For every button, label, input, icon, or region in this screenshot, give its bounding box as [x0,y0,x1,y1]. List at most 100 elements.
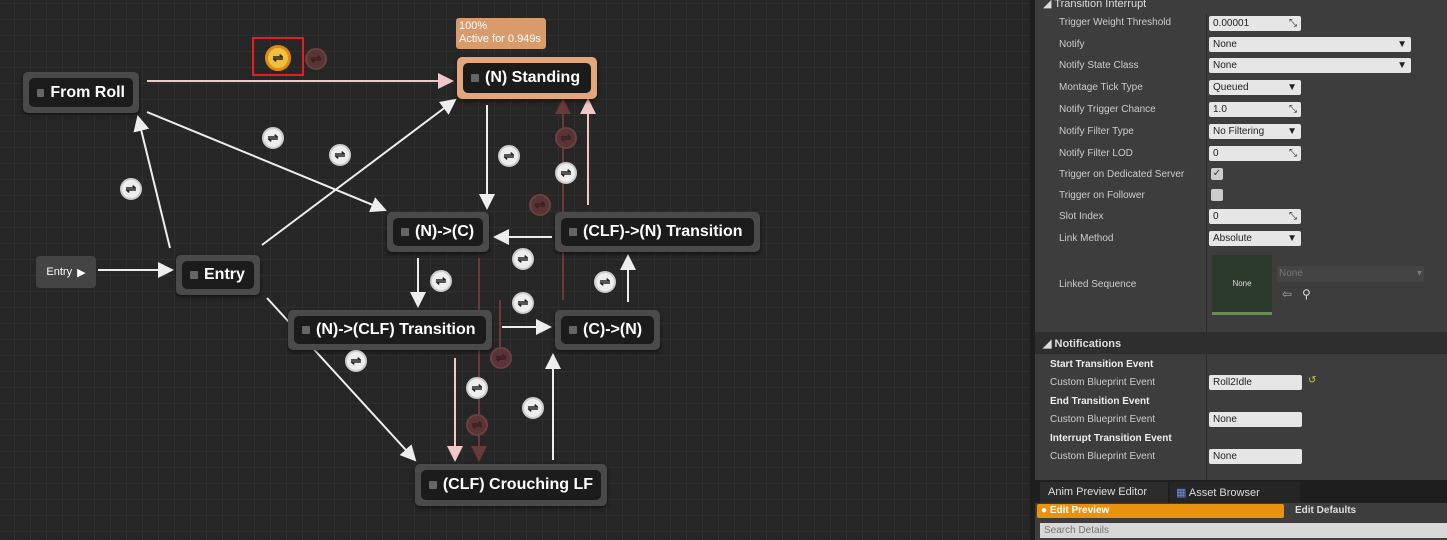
transition-rule-icon[interactable]: ⇌ [305,48,327,70]
section-title: Notifications [1054,338,1122,350]
notify-trigger-chance-input[interactable]: 1.0⤡ [1209,102,1301,117]
transition-rule-icon[interactable]: ⇌ [430,270,452,292]
spin-icon: ⤡ [1289,211,1297,222]
state-c-to-n[interactable]: (C)->(N) [555,310,660,350]
state-n-to-c[interactable]: (N)->(C) [387,212,489,252]
slot-index-input[interactable]: 0⤡ [1209,209,1301,224]
label-link-method: Link Method [1059,233,1114,244]
value: Queued [1213,82,1249,93]
spin-icon: ⤡ [1289,148,1297,159]
exec-pin-icon: ▶ [77,266,86,279]
tooltip-active-time: Active for 0.949s [459,33,541,45]
linked-sequence-combo[interactable]: None▾ [1277,266,1424,282]
state-label: From Roll [50,83,125,101]
trigger-weight-threshold-input[interactable]: 0.00001⤡ [1209,16,1301,31]
value: Roll2Idle [1213,377,1252,388]
chevron-down-icon: ▾ [1416,268,1422,279]
transition-rule-icon[interactable]: ⇌ [512,292,534,314]
section-notifications[interactable]: ◢ Notifications [1035,332,1447,354]
link-method-dropdown[interactable]: Absolute▼ [1209,231,1301,246]
selection-box [252,37,304,76]
interrupt-event-input[interactable]: None [1209,449,1302,464]
label-notify-filter-lod: Notify Filter LOD [1059,148,1133,159]
state-entry[interactable]: Entry [176,255,260,295]
state-clf-to-n-transition[interactable]: (CLF)->(N) Transition [555,212,760,252]
label-notify-filter-type: Notify Filter Type [1059,126,1134,137]
label-trigger-on-follower: Trigger on Follower [1059,190,1145,201]
label-linked-sequence: Linked Sequence [1059,279,1137,290]
value: None [1213,451,1237,462]
state-clf-crouching-lf[interactable]: (CLF) Crouching LF [415,464,607,506]
state-from-roll[interactable]: From Roll [23,72,139,113]
state-icon [569,326,577,334]
state-n-to-clf-transition[interactable]: (N)->(CLF) Transition [288,310,492,350]
state-icon [190,271,198,279]
trigger-on-follower-checkbox[interactable] [1211,189,1223,201]
reset-to-default-icon[interactable]: ↺ [1308,375,1317,386]
button-label: Edit Defaults [1295,505,1357,516]
start-transition-event-heading: Start Transition Event [1050,359,1154,370]
transition-rule-icon[interactable]: ⇌ [466,414,488,436]
state-label: (N)->(C) [415,223,475,240]
label-notify-trigger-chance: Notify Trigger Chance [1059,104,1156,115]
transition-rule-icon[interactable]: ⇌ [329,144,351,166]
transition-rule-icon[interactable]: ⇌ [555,127,577,149]
state-label: (N) Standing [485,69,581,86]
label-trigger-weight-threshold: Trigger Weight Threshold [1059,17,1172,28]
transition-rule-icon[interactable]: ⇌ [594,271,616,293]
transition-rule-icon[interactable]: ⇌ [512,248,534,270]
chevron-down-icon: ▼ [1397,60,1407,71]
edit-defaults-button[interactable]: Edit Defaults [1295,505,1356,516]
section-title: Transition Interrupt [1054,0,1147,10]
state-tooltip: 100%Active for 0.949s [456,18,546,49]
value: None [1213,414,1237,425]
state-machine-graph[interactable]: Entry▶ 100%Active for 0.949s From Roll (… [0,0,1030,540]
column-divider [1206,0,1207,480]
notify-state-class-dropdown[interactable]: None ▼ [1209,58,1411,73]
notify-filter-lod-input[interactable]: 0⤡ [1209,146,1301,161]
transition-rule-icon[interactable]: ⇌ [529,194,551,216]
notify-filter-type-dropdown[interactable]: No Filtering▼ [1209,124,1301,139]
transition-rule-icon[interactable]: ⇌ [522,397,544,419]
linked-sequence-thumbnail[interactable]: None [1212,255,1272,315]
transition-rule-icon[interactable]: ⇌ [466,377,488,399]
button-label: Edit Preview [1049,505,1110,516]
state-label: (N)->(CLF) Transition [316,321,476,338]
search-details-input[interactable] [1040,523,1447,538]
label-slot-index: Slot Index [1059,211,1104,222]
thumbnail-label: None [1232,279,1252,288]
notify-dropdown[interactable]: None▼ [1209,37,1411,52]
start-event-input[interactable]: Roll2Idle [1209,375,1302,390]
transition-rule-icon[interactable]: ⇌ [345,350,367,372]
value: None [1213,60,1237,71]
browse-search-icon[interactable]: ⚲ [1302,287,1311,301]
transition-rule-icon[interactable]: ⇌ [555,162,577,184]
transition-rule-icon[interactable]: ⇌ [490,347,512,369]
state-icon [302,326,310,334]
value: None [1213,39,1237,50]
state-n-standing[interactable]: (N) Standing [457,57,597,99]
transition-rule-icon[interactable]: ⇌ [120,178,142,200]
edit-preview-button[interactable]: ● Edit Preview [1037,504,1284,518]
transition-rule-icon[interactable]: ⇌ [498,145,520,167]
value: Absolute [1213,233,1252,244]
label-custom-blueprint-event: Custom Blueprint Event [1050,377,1156,388]
end-event-input[interactable]: None [1209,412,1302,427]
tab-asset-browser[interactable]: ▦ Asset Browser [1170,482,1300,503]
label-montage-tick-type: Montage Tick Type [1059,82,1143,93]
value: 0 [1213,148,1219,159]
transition-rule-icon[interactable]: ⇌ [265,45,291,71]
use-selected-arrow-icon[interactable]: ⇦ [1282,287,1293,301]
chevron-down-icon: ▼ [1287,126,1297,137]
value: 0.00001 [1213,18,1250,29]
montage-tick-type-dropdown[interactable]: Queued▼ [1209,80,1301,95]
label-notify-state-class: Notify State Class [1059,60,1139,71]
entry-pin-node[interactable]: Entry▶ [36,256,96,288]
label-trigger-dedicated-server: Trigger on Dedicated Server [1059,169,1185,180]
state-label: Entry [204,266,245,283]
state-label: (CLF)->(N) Transition [583,223,743,240]
trigger-dedicated-server-checkbox[interactable]: ✓ [1211,168,1223,180]
transition-rule-icon[interactable]: ⇌ [262,127,284,149]
section-transition-interrupt[interactable]: ◢ Transition Interrupt [1035,0,1447,14]
tab-anim-preview-editor[interactable]: Anim Preview Editor [1040,482,1168,503]
